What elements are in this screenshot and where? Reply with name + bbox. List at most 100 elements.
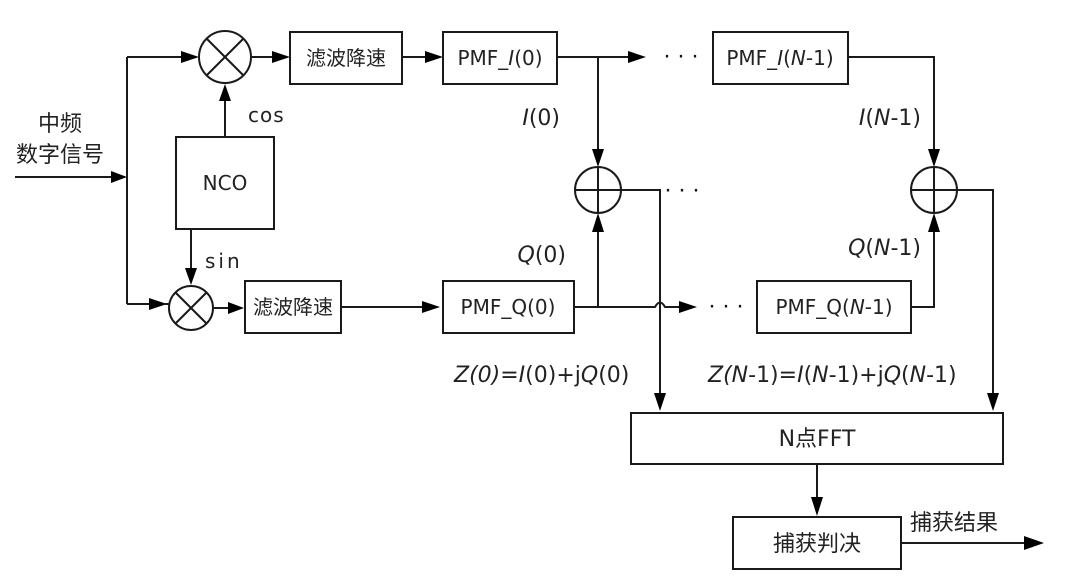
adder-n-1 (910, 166, 958, 214)
multiplier-cross-b (174, 291, 208, 325)
signal-q0-label: Q(0) (518, 243, 567, 268)
signal-qN-rest: -1) (890, 236, 921, 261)
zN-h: Q (884, 363, 901, 388)
z0-b: I (519, 363, 526, 388)
arrowhead-to-ellipsis-i (628, 51, 646, 63)
pmf-qN-suffix: -1) (865, 295, 893, 319)
pmf-i0: PMF_I(0) (442, 31, 558, 85)
pmf-q0-box (442, 280, 575, 334)
decision-label: 捕获判决 (773, 532, 861, 557)
zN-j: N (910, 363, 926, 388)
arrowhead-fft-z0 (654, 393, 666, 411)
arrowhead-adder0-i (592, 149, 604, 167)
output-label: 捕获结果 (910, 511, 998, 536)
signal-iN-n: N (874, 106, 890, 131)
signal-iN-label: I(N-1) (859, 106, 921, 131)
cos-arrowhead (219, 84, 231, 101)
signal-q0-var: Q (518, 243, 535, 268)
pmf-q0: PMF_Q(0) (442, 280, 575, 334)
signal-qN-var: Q (848, 236, 865, 261)
zN-line (957, 189, 994, 395)
filter-i-box (289, 31, 403, 85)
arrowhead-output (1024, 536, 1044, 550)
signal-qN-n: N (874, 236, 890, 261)
arrowhead-adder0-q (592, 213, 604, 232)
zN-d: I (797, 363, 804, 388)
multiplier-cross-b (206, 38, 244, 76)
ellipsis-q-row: ··· (708, 292, 750, 319)
pmf-iN-suffix: -1) (806, 46, 834, 70)
zN-label: Z(N-1)=I(N-1)+jQ(N-1) (707, 363, 957, 388)
zN-c: -1)= (748, 363, 797, 388)
mixer-i (198, 30, 252, 84)
pmf-i0-label: PMF_I(0) (457, 46, 542, 70)
ellipsis-adder-row: ··· (664, 176, 706, 203)
ellipsis-i-row: ··· (663, 42, 705, 69)
signal-i0-var: I (522, 106, 529, 131)
signal-i0-label: I(0) (522, 106, 560, 131)
input-label-line2: 数字信号 (16, 143, 104, 168)
mixer-q (168, 285, 214, 331)
decision-block: 捕获判决 (732, 516, 902, 570)
pmf-q0-label: PMF_Q(0) (461, 295, 556, 319)
arrowhead-mixer-q-in (149, 298, 167, 310)
nco-block: NCO (175, 136, 275, 230)
filter-i-label: 滤波降速 (306, 46, 386, 70)
z0-d: Q (581, 363, 598, 388)
zN-f: N (812, 363, 828, 388)
arrowhead-mixer-i-in (181, 51, 199, 63)
arrowhead-fft-zN (987, 393, 999, 411)
iN-to-adder-line (848, 56, 935, 152)
pmf-qN-label: PMF_Q(N-1) (775, 295, 892, 319)
nco-label: NCO (203, 171, 248, 195)
zN-g: -1)+j (829, 363, 884, 388)
pmf-qN-prefix: PMF_Q (775, 295, 842, 319)
sin-arrowhead (185, 268, 197, 285)
signal-iN-rest: -1) (890, 106, 921, 131)
fft-block: N点FFT (630, 412, 1004, 465)
fft-label: N点FFT (779, 427, 856, 452)
zN-i: ( (901, 363, 910, 388)
decision-box (732, 516, 902, 570)
input-label-line1: 中频 (38, 112, 82, 137)
zN-e: ( (804, 363, 813, 388)
signal-i0-rest: (0) (529, 106, 560, 131)
pmf-i0-var: I (508, 46, 514, 70)
z0-label: Z(0)=I(0)+jQ(0) (453, 363, 629, 388)
pmf-qN: PMF_Q(N-1) (756, 280, 912, 334)
signal-iN-open: ( (865, 106, 874, 131)
input-signal: 中频 数字信号 (15, 112, 127, 183)
arrowhead-to-ellipsis-q (679, 301, 697, 313)
sin-label: sin (205, 249, 243, 273)
zN-b: N (732, 363, 748, 388)
filter-q-box (244, 280, 342, 334)
pmf-q0-prefix: PMF_Q (461, 295, 528, 319)
pmf-q0-suffix: (0) (527, 295, 555, 319)
signal-qN-open: ( (865, 236, 874, 261)
pmf-iN: PMF_I(N-1) (712, 31, 849, 85)
zN-k: -1) (926, 363, 957, 388)
filter-decimate-q: 滤波降速 (244, 280, 342, 334)
adder-0 (574, 166, 622, 214)
pmf-iN-prefix: PMF_ (726, 46, 778, 70)
pmf-iN-open: ( (783, 46, 791, 70)
pmf-iN-var: I (777, 46, 783, 70)
arrowhead-filter-i-in (272, 51, 290, 63)
arrowhead-pmf-q0-in (422, 301, 440, 313)
z0-a: Z(0)= (453, 363, 519, 388)
zN-a: Z( (707, 363, 733, 388)
filter-decimate-i: 滤波降速 (289, 31, 403, 85)
pmf-q0-out-line (574, 301, 680, 308)
signal-iN-var: I (859, 106, 866, 131)
arrowhead-filter-q-in (228, 302, 244, 314)
z0-c: (0)+j (525, 363, 581, 388)
arrowhead-pmf-i0-in (425, 51, 443, 63)
filter-q-label: 滤波降速 (253, 295, 333, 319)
z0-e: (0) (598, 363, 629, 388)
qN-to-adder-line (911, 229, 935, 308)
pmf-qN-open: ( (842, 295, 850, 319)
pmf-iN-n: N (791, 46, 806, 70)
pmf-i0-prefix: PMF_ (457, 46, 509, 70)
pmf-iN-box (712, 31, 849, 85)
